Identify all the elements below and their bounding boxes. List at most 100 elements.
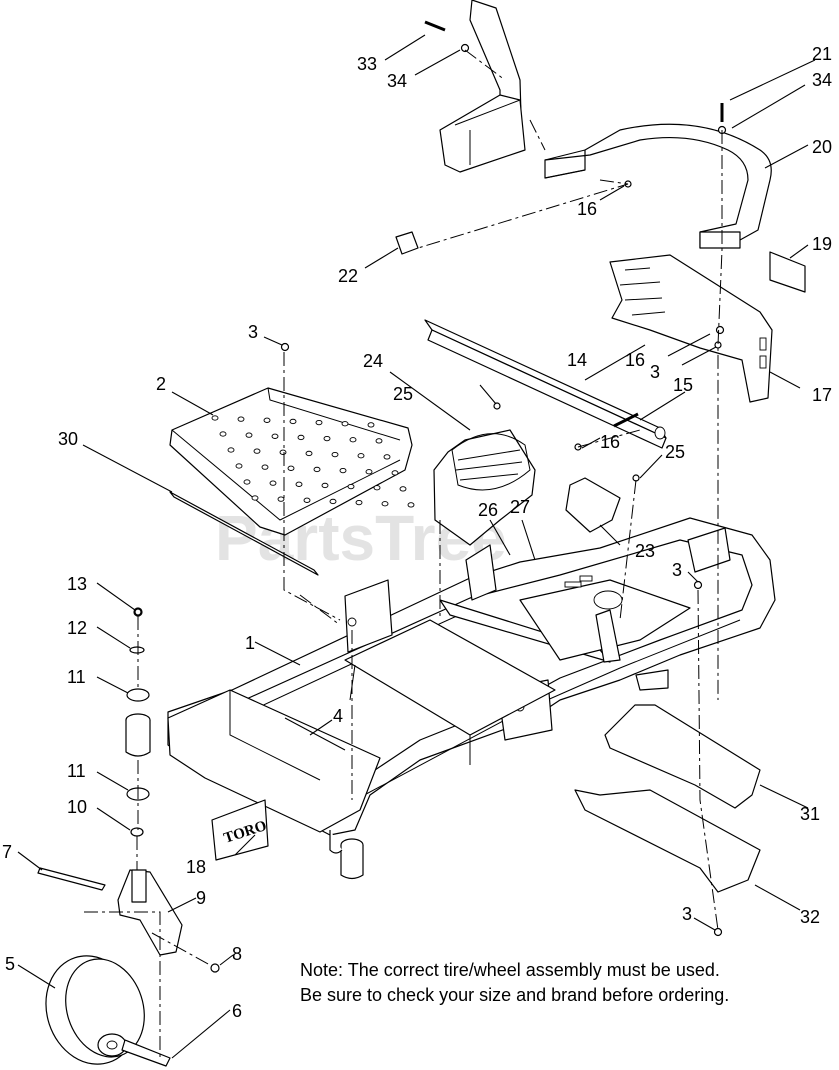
callout-label: 34 bbox=[387, 71, 407, 91]
perforation-hole bbox=[295, 481, 303, 487]
callout-label: 19 bbox=[812, 234, 832, 254]
floor-pan bbox=[284, 619, 556, 765]
callout-label: 14 bbox=[567, 350, 587, 370]
perforation-hole bbox=[227, 447, 235, 453]
callout-label: 17 bbox=[812, 385, 832, 405]
perforation-hole bbox=[375, 438, 383, 444]
callout-labels: 33 34 21 34 20 16 22 19 3 16 3 17 2 30 2… bbox=[2, 44, 832, 1021]
callout-label: 16 bbox=[625, 350, 645, 370]
callout-label: 16 bbox=[600, 432, 620, 452]
callout-label: 15 bbox=[673, 375, 693, 395]
perforation-hole bbox=[323, 435, 331, 442]
shield-lower bbox=[574, 789, 761, 893]
perforation-hole bbox=[243, 479, 251, 485]
callout-label: 22 bbox=[338, 266, 358, 286]
callout-label: 12 bbox=[67, 618, 87, 638]
callout-label: 33 bbox=[357, 54, 377, 74]
foot-plate-holes bbox=[211, 415, 415, 508]
rollbar bbox=[544, 123, 772, 249]
perforation-hole bbox=[289, 418, 297, 425]
perforation-hole bbox=[341, 421, 349, 427]
alignment-lines bbox=[84, 49, 723, 1060]
perforation-hole bbox=[235, 463, 243, 469]
callout-label: 30 bbox=[58, 429, 78, 449]
leader-lines bbox=[17, 34, 816, 1059]
callout-label: 10 bbox=[67, 797, 87, 817]
caster-assembly: TORO bbox=[37, 607, 269, 1067]
callout-label: 31 bbox=[800, 804, 820, 824]
perforation-hole bbox=[219, 431, 227, 437]
perforation-hole bbox=[277, 496, 285, 502]
heel-plate bbox=[565, 477, 621, 533]
callout-label: 2 bbox=[156, 374, 166, 394]
perforation-hole bbox=[349, 437, 357, 443]
perforation-hole bbox=[237, 416, 245, 422]
perforation-hole bbox=[321, 482, 329, 489]
control-tower bbox=[433, 429, 536, 546]
perforation-hole bbox=[339, 467, 347, 474]
foot-plate bbox=[169, 387, 413, 536]
perforation-hole bbox=[269, 480, 277, 486]
callout-label: 32 bbox=[800, 907, 820, 927]
perforation-hole bbox=[383, 454, 391, 460]
side-panel bbox=[609, 254, 773, 403]
perforation-hole bbox=[253, 448, 261, 454]
callout-label: 6 bbox=[232, 1001, 242, 1021]
callout-label: 9 bbox=[196, 888, 206, 908]
perforation-hole bbox=[287, 465, 295, 471]
perforation-hole bbox=[331, 451, 339, 458]
perforation-hole bbox=[297, 434, 305, 441]
perforation-hole bbox=[315, 419, 323, 426]
callout-label: 3 bbox=[682, 904, 692, 924]
perforation-hole bbox=[407, 502, 415, 508]
callout-label: 7 bbox=[2, 842, 12, 862]
callout-label: 23 bbox=[635, 541, 655, 561]
perforation-hole bbox=[373, 485, 381, 491]
perforation-hole bbox=[313, 466, 321, 473]
perforation-hole bbox=[305, 450, 313, 457]
perforation-hole bbox=[381, 501, 389, 507]
note-line-2: Be sure to check your size and brand bef… bbox=[300, 985, 730, 1005]
rubber-strip bbox=[169, 491, 319, 576]
perforation-hole bbox=[355, 499, 363, 506]
callout-label: 27 bbox=[510, 497, 530, 517]
perforation-hole bbox=[329, 498, 337, 505]
callout-label: 13 bbox=[67, 574, 87, 594]
decal bbox=[769, 251, 806, 293]
perforation-hole bbox=[261, 464, 269, 470]
perforation-hole bbox=[347, 483, 355, 490]
perforation-hole bbox=[271, 433, 279, 439]
callout-label: 20 bbox=[812, 137, 832, 157]
callout-label: 11 bbox=[67, 761, 86, 781]
perforation-hole bbox=[245, 432, 253, 438]
callout-label: 1 bbox=[245, 633, 255, 653]
callout-label: 8 bbox=[232, 944, 242, 964]
callout-label: 34 bbox=[812, 70, 832, 90]
upright-bracket bbox=[439, 0, 526, 173]
callout-label: 25 bbox=[665, 442, 685, 462]
perforation-hole bbox=[391, 470, 399, 476]
perforation-hole bbox=[279, 449, 287, 455]
adjustment-rail bbox=[424, 319, 667, 449]
callout-label: 24 bbox=[363, 351, 383, 371]
callout-label: 3 bbox=[650, 362, 660, 382]
callout-label: 16 bbox=[577, 199, 597, 219]
callout-label: 3 bbox=[672, 560, 682, 580]
note-line-1: Note: The correct tire/wheel assembly mu… bbox=[300, 960, 720, 980]
callout-label: 5 bbox=[5, 954, 15, 974]
perforation-hole bbox=[303, 497, 311, 503]
perforation-hole bbox=[251, 495, 259, 501]
perforation-hole bbox=[211, 415, 219, 421]
shield-upper bbox=[604, 704, 761, 809]
callout-label: 3 bbox=[248, 322, 258, 342]
callout-label: 4 bbox=[333, 706, 343, 726]
callout-label: 26 bbox=[478, 500, 498, 520]
callout-label: 21 bbox=[812, 44, 832, 64]
callout-label: 25 bbox=[393, 384, 413, 404]
perforation-hole bbox=[367, 422, 375, 428]
perforation-hole bbox=[263, 417, 271, 423]
callout-label: 18 bbox=[186, 857, 206, 877]
perforation-hole bbox=[399, 486, 407, 492]
